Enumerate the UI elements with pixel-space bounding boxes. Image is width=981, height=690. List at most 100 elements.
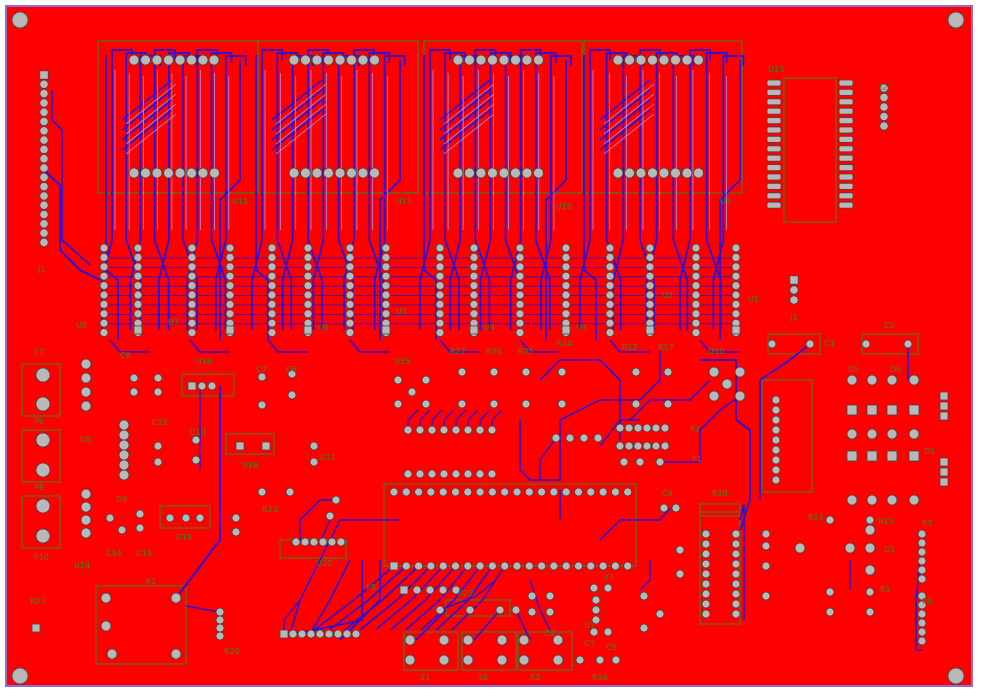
silk-label-r23: R23 — [262, 505, 278, 514]
pad-dip — [766, 126, 782, 134]
pad — [496, 654, 508, 666]
pad-square — [303, 325, 313, 335]
pad — [323, 167, 334, 179]
outline-k1 — [95, 585, 187, 665]
pad — [533, 54, 544, 66]
pad — [552, 634, 564, 646]
pad — [605, 309, 615, 319]
silk-label-p8: P8 — [34, 483, 44, 492]
trace — [599, 109, 651, 151]
pad — [267, 299, 277, 309]
pad — [917, 627, 927, 637]
pad — [39, 172, 49, 182]
pad — [345, 252, 355, 262]
pad — [463, 469, 473, 479]
pad — [215, 623, 225, 633]
pad-dip — [766, 107, 782, 115]
pad — [487, 561, 497, 571]
trace — [389, 565, 457, 631]
silk-label-c14: C14 — [106, 549, 122, 558]
pad — [118, 469, 130, 481]
pad — [297, 629, 307, 639]
pad — [524, 487, 534, 497]
silk-label-u2: U2 — [662, 291, 673, 300]
pad — [464, 54, 475, 66]
silk-label-r15: R15 — [878, 517, 894, 526]
pad — [451, 585, 461, 595]
silk-label-s1: S1 — [420, 673, 430, 682]
pad — [515, 299, 525, 309]
trace — [583, 55, 597, 340]
trace — [185, 605, 221, 613]
pad — [197, 381, 207, 391]
pad — [303, 252, 313, 262]
pad — [917, 574, 927, 584]
pad — [324, 629, 334, 639]
pad — [731, 271, 741, 281]
trace-highlight — [275, 103, 327, 145]
pad — [452, 54, 464, 66]
pad — [917, 538, 927, 548]
pad — [734, 366, 746, 378]
pad-dip — [766, 98, 782, 106]
pad — [574, 487, 583, 497]
silk-label-c7: C7 — [256, 365, 267, 374]
trace-highlight — [603, 103, 655, 145]
pad — [527, 607, 537, 617]
trace — [529, 579, 551, 631]
pad — [300, 537, 310, 547]
silk-label-u16: U16 — [196, 357, 212, 366]
silk-label-c13: C13 — [136, 549, 152, 558]
trace — [559, 350, 661, 421]
pad — [435, 318, 445, 328]
pad — [917, 591, 927, 601]
pad — [469, 252, 479, 262]
trace — [439, 339, 480, 353]
pad — [267, 318, 277, 328]
pad — [645, 243, 655, 253]
pad — [287, 390, 297, 400]
silk-label-c1: C1 — [824, 339, 835, 348]
pad — [267, 243, 277, 253]
pad — [619, 457, 629, 467]
pad — [469, 309, 479, 319]
silk-label-c6: C6 — [286, 365, 297, 374]
pad — [427, 469, 437, 479]
pad — [761, 591, 771, 601]
pad — [35, 396, 51, 412]
mounting-hole-bottom-left — [11, 667, 29, 685]
silk-label-d10: D10 — [708, 347, 724, 356]
pad — [500, 487, 510, 497]
pad — [99, 328, 109, 338]
pad — [80, 386, 92, 398]
pad — [701, 599, 711, 609]
pad — [39, 200, 49, 210]
pad — [658, 167, 670, 179]
trace-highlight — [275, 113, 327, 155]
pad — [426, 487, 436, 497]
pad — [291, 537, 301, 547]
pad — [225, 281, 235, 291]
silk-label-c5: C5 — [606, 643, 617, 652]
pad — [345, 309, 355, 319]
pad — [303, 290, 313, 300]
silk-label-p4: P4 — [922, 597, 932, 606]
trace — [43, 169, 101, 281]
pad — [99, 290, 109, 300]
pad — [605, 252, 615, 262]
pad-dip — [838, 117, 854, 124]
pad — [691, 252, 701, 262]
pad — [133, 281, 143, 291]
pad — [469, 243, 479, 253]
pad-dip — [838, 182, 854, 190]
pad — [917, 556, 927, 566]
pad — [225, 309, 235, 319]
pad — [524, 561, 534, 571]
mounting-holes — [11, 11, 965, 685]
pad — [288, 167, 300, 179]
silk-label-r17: R17 — [658, 343, 674, 352]
pad — [435, 299, 445, 309]
pad — [886, 374, 898, 386]
silk-label-y1: Y1 — [603, 573, 614, 582]
pad — [197, 54, 209, 66]
